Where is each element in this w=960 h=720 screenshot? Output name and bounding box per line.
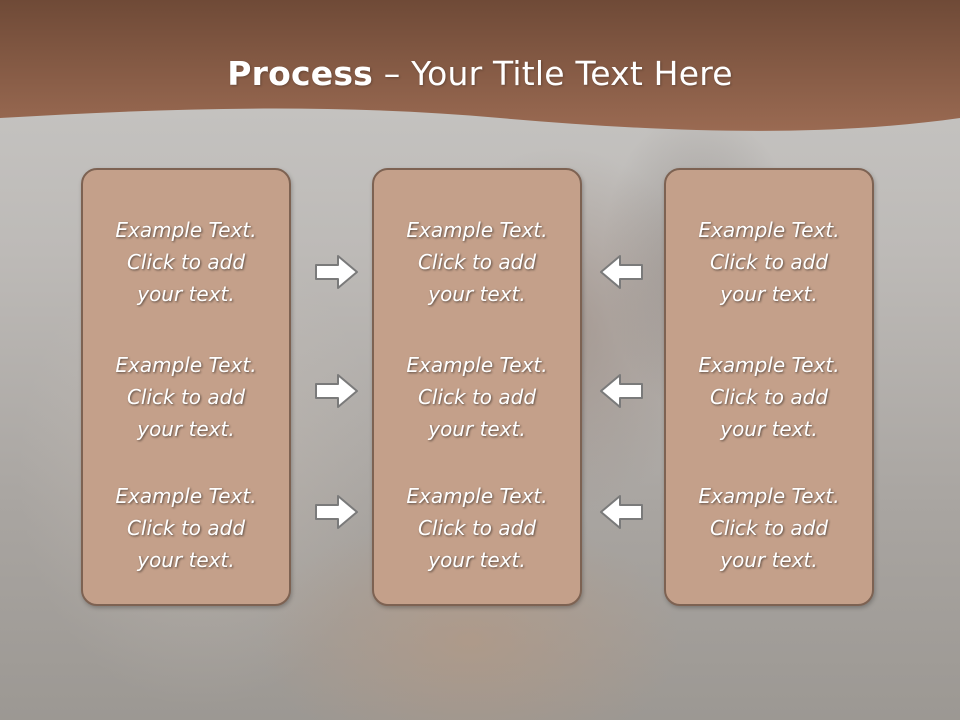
arrow-right-icon	[315, 374, 358, 408]
text-placeholder[interactable]: Example Text. Click to add your text.	[83, 349, 289, 445]
text-line: your text.	[720, 548, 818, 572]
text-line: Click to add	[126, 385, 246, 409]
text-placeholder[interactable]: Example Text. Click to add your text.	[83, 480, 289, 576]
text-line: Click to add	[709, 385, 829, 409]
text-line: your text.	[428, 417, 526, 441]
text-line: Example Text.	[115, 218, 257, 242]
text-line: Click to add	[709, 516, 829, 540]
slide-title[interactable]: Process – Your Title Text Here	[0, 54, 960, 93]
process-box-left[interactable]: Example Text. Click to add your text. Exam…	[81, 168, 291, 606]
process-box-middle[interactable]: Example Text. Click to add your text. Exam…	[372, 168, 582, 606]
text-line: Example Text.	[698, 353, 840, 377]
text-line: your text.	[720, 417, 818, 441]
arrow-left-icon	[600, 255, 643, 289]
text-placeholder[interactable]: Example Text. Click to add your text.	[374, 480, 580, 576]
arrow-left-icon	[600, 374, 643, 408]
text-placeholder[interactable]: Example Text. Click to add your text.	[374, 214, 580, 310]
text-line: Example Text.	[406, 484, 548, 508]
arrow-right-icon	[315, 255, 358, 289]
text-line: Click to add	[417, 250, 537, 274]
text-line: Click to add	[709, 250, 829, 274]
text-line: Click to add	[417, 516, 537, 540]
text-line: Example Text.	[698, 218, 840, 242]
text-placeholder[interactable]: Example Text. Click to add your text.	[666, 480, 872, 576]
text-placeholder[interactable]: Example Text. Click to add your text.	[83, 214, 289, 310]
arrow-right-icon	[315, 495, 358, 529]
text-line: your text.	[137, 548, 235, 572]
text-placeholder[interactable]: Example Text. Click to add your text.	[666, 349, 872, 445]
text-line: Example Text.	[115, 484, 257, 508]
text-line: Example Text.	[115, 353, 257, 377]
text-line: your text.	[428, 282, 526, 306]
arrow-left-icon	[600, 495, 643, 529]
process-box-right[interactable]: Example Text. Click to add your text. Exam…	[664, 168, 874, 606]
text-line: Example Text.	[698, 484, 840, 508]
text-line: your text.	[137, 282, 235, 306]
title-regular-part: – Your Title Text Here	[373, 54, 733, 93]
text-line: your text.	[428, 548, 526, 572]
text-placeholder[interactable]: Example Text. Click to add your text.	[666, 214, 872, 310]
text-line: Example Text.	[406, 218, 548, 242]
title-bold-part: Process	[227, 54, 374, 93]
text-line: your text.	[720, 282, 818, 306]
text-placeholder[interactable]: Example Text. Click to add your text.	[374, 349, 580, 445]
text-line: Click to add	[126, 516, 246, 540]
title-banner	[0, 0, 960, 131]
text-line: Click to add	[126, 250, 246, 274]
text-line: Click to add	[417, 385, 537, 409]
text-line: Example Text.	[406, 353, 548, 377]
text-line: your text.	[137, 417, 235, 441]
